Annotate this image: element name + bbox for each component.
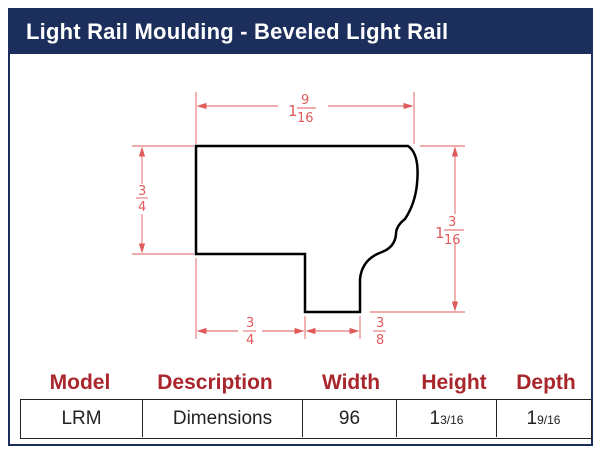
right-height-num: 3 (448, 215, 456, 230)
page-title: Light Rail Moulding - Beveled Light Rail (10, 10, 591, 54)
bottom-right-den: 8 (376, 333, 384, 348)
table-row: LRM Dimensions 96 13/16 19/16 (20, 399, 592, 439)
product-card: Light Rail Moulding - Beveled Light Rail… (8, 8, 593, 446)
left-height-num: 3 (138, 184, 146, 199)
bottom-right-dimension (305, 316, 361, 339)
bottom-left-dimension (195, 258, 306, 339)
header-depth: Depth (516, 371, 576, 394)
right-height-dimension (370, 145, 465, 313)
header-description: Description (157, 371, 273, 394)
top-width-whole: 1 (288, 102, 298, 120)
top-width-num: 9 (301, 93, 309, 108)
header-width: Width (321, 371, 381, 394)
right-height-den: 16 (444, 233, 461, 248)
header-model: Model (49, 371, 111, 394)
height-fraction: 3/16 (440, 413, 464, 427)
bottom-left-num: 3 (246, 316, 254, 331)
depth-fraction: 9/16 (537, 413, 561, 427)
height-whole: 1 (429, 408, 441, 429)
top-width-dimension (195, 92, 415, 144)
table-header-row: Model Description Width Height Depth (20, 368, 592, 398)
cell-depth: 19/16 (497, 400, 590, 437)
profile-drawing: 1 9 16 3 4 1 3 16 (132, 92, 465, 348)
right-height-whole: 1 (435, 224, 445, 242)
cell-description: Dimensions (143, 400, 303, 437)
depth-whole: 1 (526, 408, 538, 429)
left-height-den: 4 (138, 200, 146, 215)
cell-width: 96 (303, 400, 397, 437)
left-height-dimension (132, 145, 194, 255)
bottom-left-den: 4 (246, 333, 254, 348)
moulding-profile (194, 144, 419, 314)
header-height: Height (421, 371, 487, 394)
cell-model: LRM (21, 400, 143, 437)
top-width-den: 16 (297, 111, 314, 126)
cell-height: 13/16 (397, 400, 497, 437)
bottom-right-num: 3 (376, 316, 384, 331)
